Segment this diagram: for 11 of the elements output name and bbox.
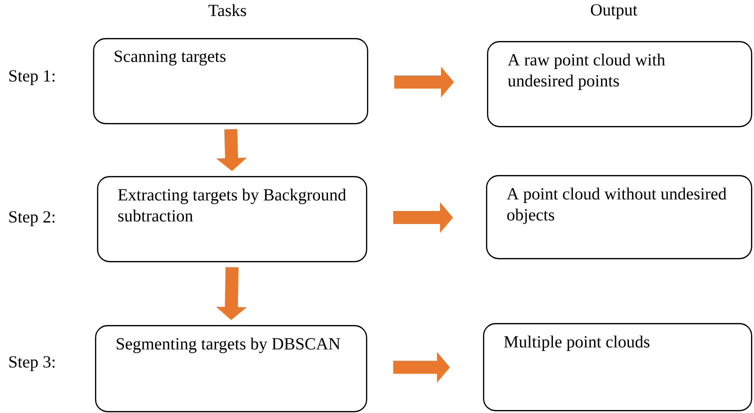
step-label: Step 3: bbox=[9, 356, 55, 372]
step-label: Step 1: bbox=[9, 70, 55, 86]
process-box: Segmenting targets by DBSCAN bbox=[95, 325, 368, 412]
process-box: A raw point cloud with undesired points bbox=[487, 41, 752, 128]
process-box: A point cloud without undesired objects bbox=[486, 175, 752, 260]
process-box: Extracting targets by Background subtraction bbox=[97, 176, 368, 262]
column-heading: Tasks bbox=[208, 4, 246, 16]
process-box: Multiple point clouds bbox=[483, 323, 752, 412]
column-heading: Output bbox=[590, 4, 638, 20]
process-box: Scanning targets bbox=[93, 38, 368, 124]
step-label: Step 2: bbox=[9, 211, 55, 226]
